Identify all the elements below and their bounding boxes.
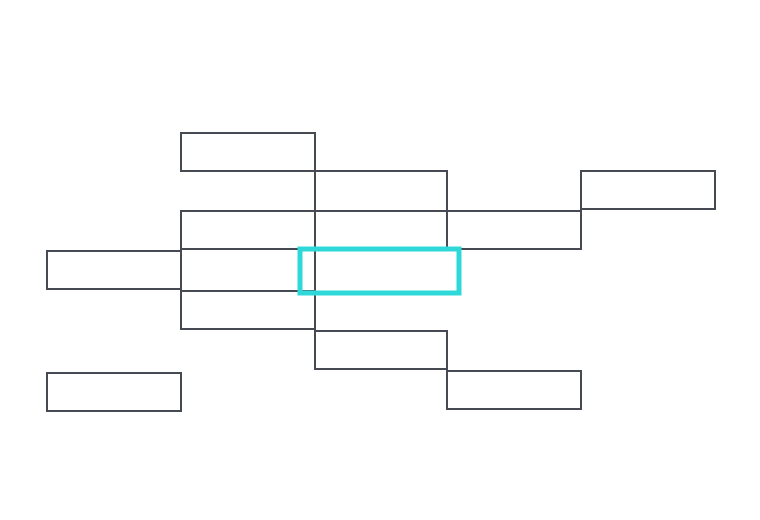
block-9[interactable] [180,290,316,330]
block-11[interactable] [446,370,582,410]
block-6[interactable] [580,170,716,210]
block-4[interactable] [314,210,448,250]
block-10[interactable] [314,330,448,370]
block-1[interactable] [180,132,316,172]
block-3[interactable] [180,210,316,250]
block-12[interactable] [46,372,182,412]
block-7[interactable] [46,250,182,290]
block-8[interactable] [180,248,316,292]
block-group [46,132,716,412]
block-2[interactable] [314,170,448,212]
selected-block-highlight[interactable] [297,246,462,296]
block-5[interactable] [446,210,582,250]
